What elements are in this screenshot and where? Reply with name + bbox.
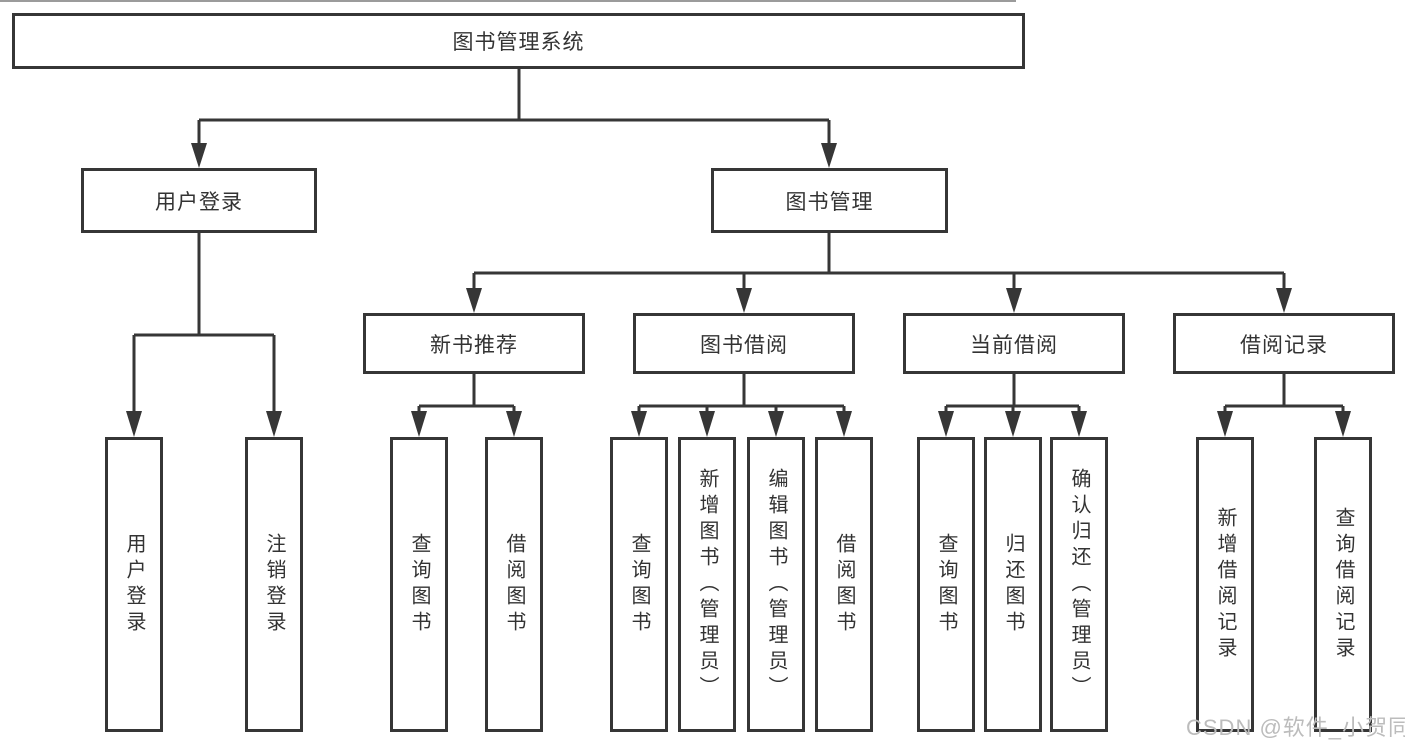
leaf-user-login: 用户登录 [105, 437, 163, 732]
node-user-login: 用户登录 [81, 168, 317, 233]
connector-book-mgmt-to-categories [472, 233, 1286, 291]
connector-root-to-level2 [197, 69, 831, 146]
arrowheads-user-login-leaves [126, 411, 282, 437]
leaf-borrow-books-borrow: 借阅图书 [815, 437, 873, 732]
node-book-management: 图书管理 [711, 168, 948, 233]
leaf-borrow-books-recommend: 借阅图书 [485, 437, 543, 732]
connector-current-borrow-to-leaves [944, 374, 1081, 414]
node-label: 用户登录 [155, 190, 243, 214]
leaf-logout: 注销登录 [245, 437, 303, 732]
node-label: 借阅记录 [1240, 333, 1328, 357]
node-label: 新增借阅记录 [1214, 506, 1236, 663]
leaf-edit-book-admin: 编辑图书（管理员） [747, 437, 805, 732]
connector-borrow-records-to-leaves [1223, 374, 1345, 414]
node-new-book-recommendation: 新书推荐 [363, 313, 585, 374]
connector-user-login-to-leaves [132, 233, 276, 414]
node-label: 新增图书（管理员） [696, 467, 718, 702]
leaf-query-books-borrow: 查询图书 [610, 437, 668, 732]
node-label: 查询图书 [628, 532, 650, 637]
connector-book-borrow-to-leaves [637, 374, 846, 414]
node-label: 确认归还（管理员） [1068, 467, 1090, 702]
node-label: 编辑图书（管理员） [765, 467, 787, 702]
node-root-library-system: 图书管理系统 [12, 13, 1025, 69]
node-label: 当前借阅 [970, 333, 1058, 357]
csdn-watermark: CSDN @软件_小贺同学 [1186, 715, 1405, 740]
node-current-borrowing: 当前借阅 [903, 313, 1125, 374]
leaf-query-borrow-record: 查询借阅记录 [1314, 437, 1372, 732]
node-label: 借阅图书 [833, 532, 855, 637]
page-top-divider [0, 0, 1016, 2]
node-label: 查询图书 [935, 532, 957, 637]
arrowheads-new-book-leaves [411, 411, 522, 437]
node-label: 图书借阅 [700, 333, 788, 357]
leaf-query-books-current: 查询图书 [917, 437, 975, 732]
node-label: 图书管理 [785, 190, 874, 214]
node-borrowing-records: 借阅记录 [1173, 313, 1395, 374]
node-label: 注销登录 [263, 532, 285, 637]
node-label: 查询图书 [408, 532, 430, 637]
arrowheads-categories [466, 288, 1292, 313]
arrowheads-current-borrow-leaves [938, 411, 1087, 437]
node-label: 图书管理系统 [452, 31, 585, 54]
arrowheads-level2 [191, 143, 837, 168]
node-label: 归还图书 [1002, 532, 1024, 637]
connector-new-book-to-leaves [417, 374, 516, 414]
leaf-return-book: 归还图书 [984, 437, 1042, 732]
arrowheads-book-borrow-leaves [631, 411, 852, 437]
node-label: 新书推荐 [430, 333, 518, 357]
arrowheads-borrow-records-leaves [1217, 411, 1351, 437]
leaf-add-book-admin: 新增图书（管理员） [678, 437, 736, 732]
leaf-query-books-recommend: 查询图书 [390, 437, 448, 732]
leaf-add-borrow-record: 新增借阅记录 [1196, 437, 1254, 732]
node-label: 查询借阅记录 [1332, 506, 1354, 663]
node-label: 借阅图书 [503, 532, 525, 637]
node-book-borrowing: 图书借阅 [633, 313, 855, 374]
leaf-confirm-return-admin: 确认归还（管理员） [1050, 437, 1108, 732]
node-label: 用户登录 [123, 532, 145, 637]
